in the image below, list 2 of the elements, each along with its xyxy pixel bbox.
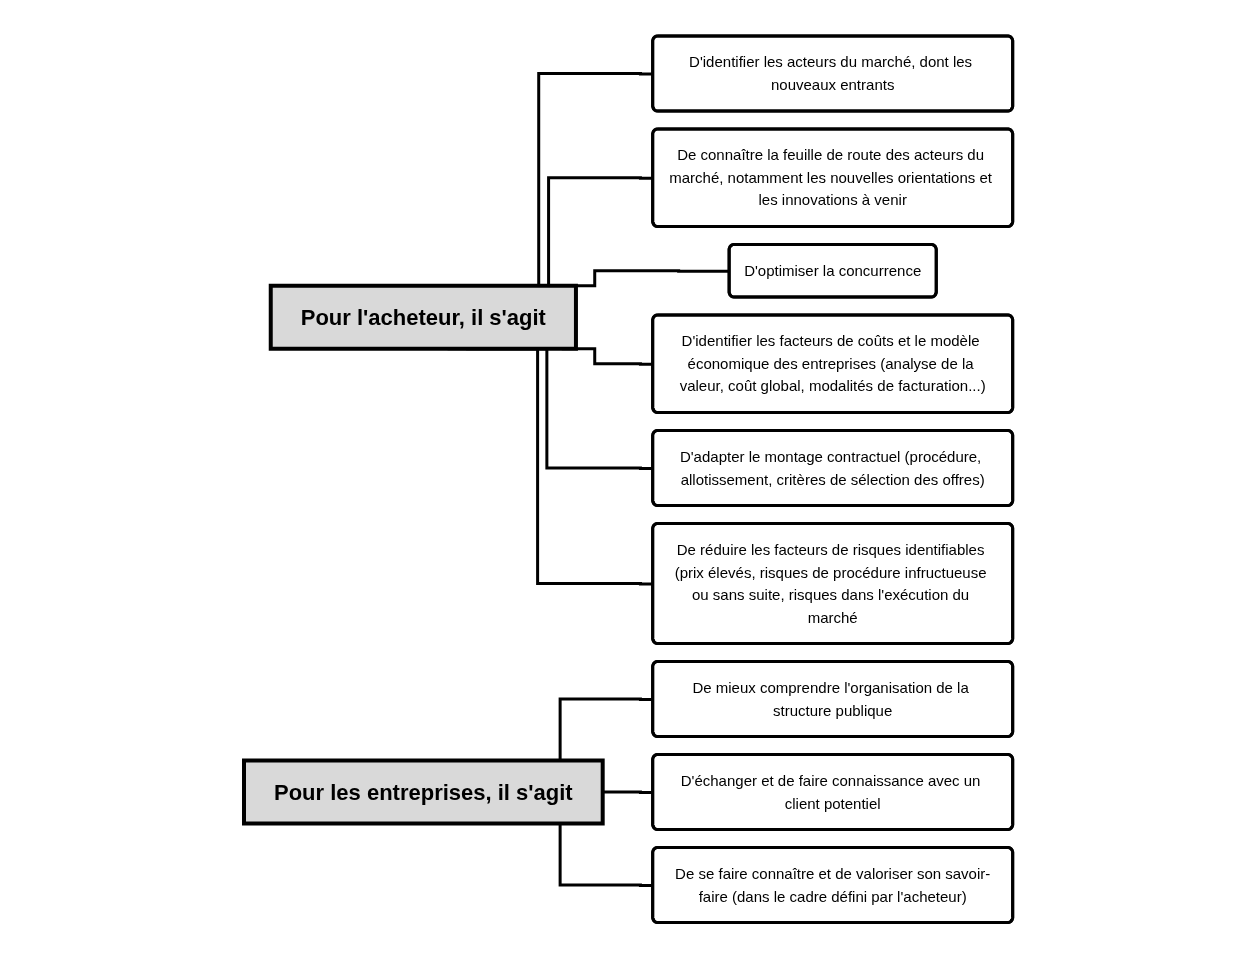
node-box: Pour les entreprises, il s'agit bbox=[241, 758, 605, 826]
node-box: Pour l'acheteur, il s'agit bbox=[268, 283, 578, 351]
